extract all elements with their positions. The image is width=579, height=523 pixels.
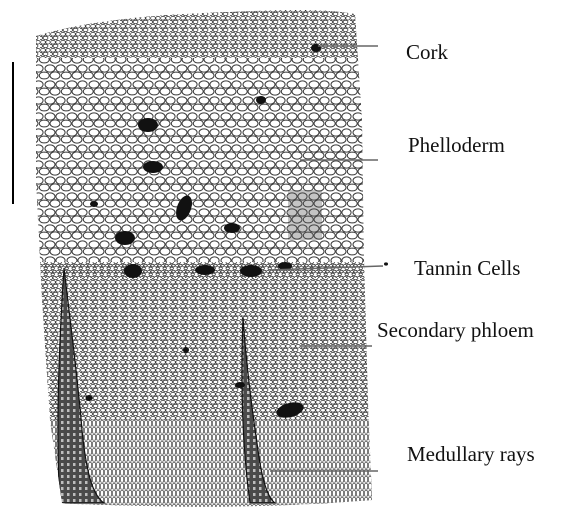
tannin-cell xyxy=(224,223,240,233)
cork-layer xyxy=(30,0,375,58)
tannin-cell xyxy=(90,201,98,207)
tannin-cell xyxy=(138,118,158,132)
dark-patch xyxy=(288,190,322,240)
label-phelloderm: Phelloderm xyxy=(408,135,505,156)
tissue-section xyxy=(30,0,375,515)
tannin-cell xyxy=(195,265,215,275)
tannin-cell xyxy=(256,96,266,104)
tannin-cell xyxy=(235,382,245,388)
tannin-cell xyxy=(115,231,135,245)
leader-tick xyxy=(384,262,388,265)
tannin-cell xyxy=(86,395,93,401)
tannin-cell xyxy=(311,44,321,52)
label-tannin-cells: Tannin Cells xyxy=(414,258,520,279)
tannin-cell xyxy=(124,264,142,278)
tannin-cell xyxy=(240,265,262,277)
tannin-cell xyxy=(183,347,189,353)
label-medullary-rays: Medullary rays xyxy=(407,444,535,465)
tannin-cell xyxy=(143,161,163,173)
label-secondary-phloem: Secondary phloem xyxy=(377,320,534,341)
label-cork: Cork xyxy=(406,42,448,63)
